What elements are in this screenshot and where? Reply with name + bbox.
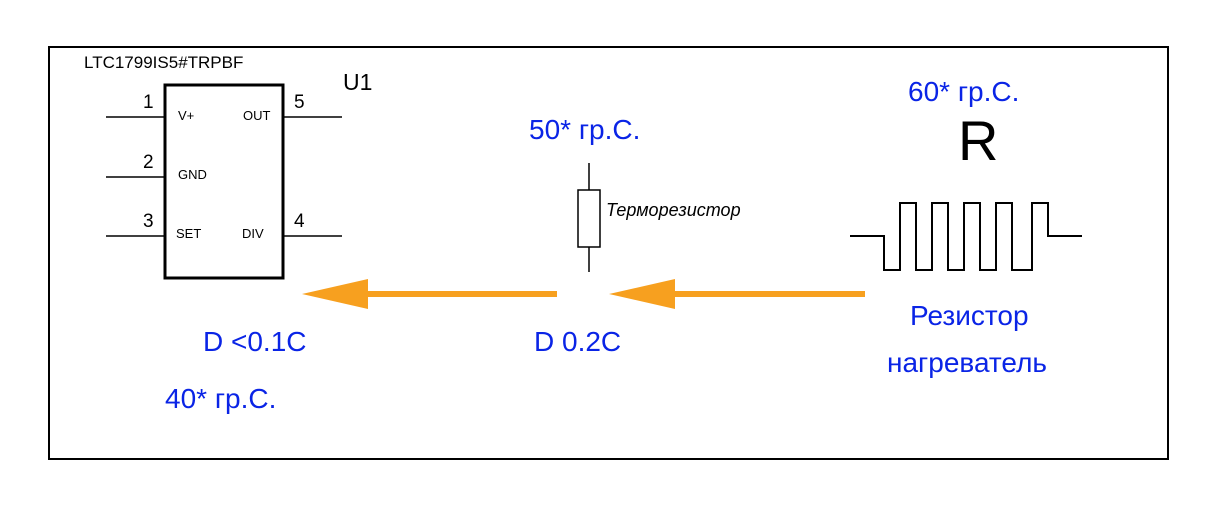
heater-symbol: R	[958, 109, 999, 172]
heater-temp: 60* гр.С.	[908, 76, 1020, 107]
arrow-right-head	[609, 279, 675, 309]
pin-4-number: 4	[294, 211, 305, 232]
diagram-frame	[48, 46, 1169, 460]
thermistor-label: Терморезистор	[606, 200, 741, 220]
thermistor-body	[577, 189, 601, 248]
thermistor-temp: 50* гр.С.	[529, 114, 641, 145]
heater-label-line2: нагреватель	[887, 347, 1047, 378]
pin-3-number: 3	[143, 211, 154, 232]
chip-side-temp: 40* гр.С.	[165, 383, 277, 414]
pin-2-name: GND	[178, 167, 207, 182]
heater-resistor-zigzag	[850, 202, 1082, 271]
pin-5-number: 5	[294, 92, 305, 113]
pin-2-number: 2	[143, 152, 154, 173]
ic-part-number: LTC1799IS5#TRPBF	[84, 53, 244, 72]
thermistor-delta: D 0.2C	[534, 326, 622, 357]
chip-side-delta: D <0.1C	[203, 326, 307, 357]
heater-label-line1: Резистор	[910, 300, 1029, 331]
pin-3-name: SET	[176, 226, 202, 241]
pin-4-name: DIV	[242, 226, 264, 241]
ic-ref-designator: U1	[343, 69, 373, 95]
pin-1-name: V+	[178, 108, 195, 123]
arrow-left-head	[302, 279, 368, 309]
pin-5-name: OUT	[243, 108, 271, 123]
pin-1-number: 1	[143, 92, 154, 113]
ic-body	[163, 83, 285, 280]
